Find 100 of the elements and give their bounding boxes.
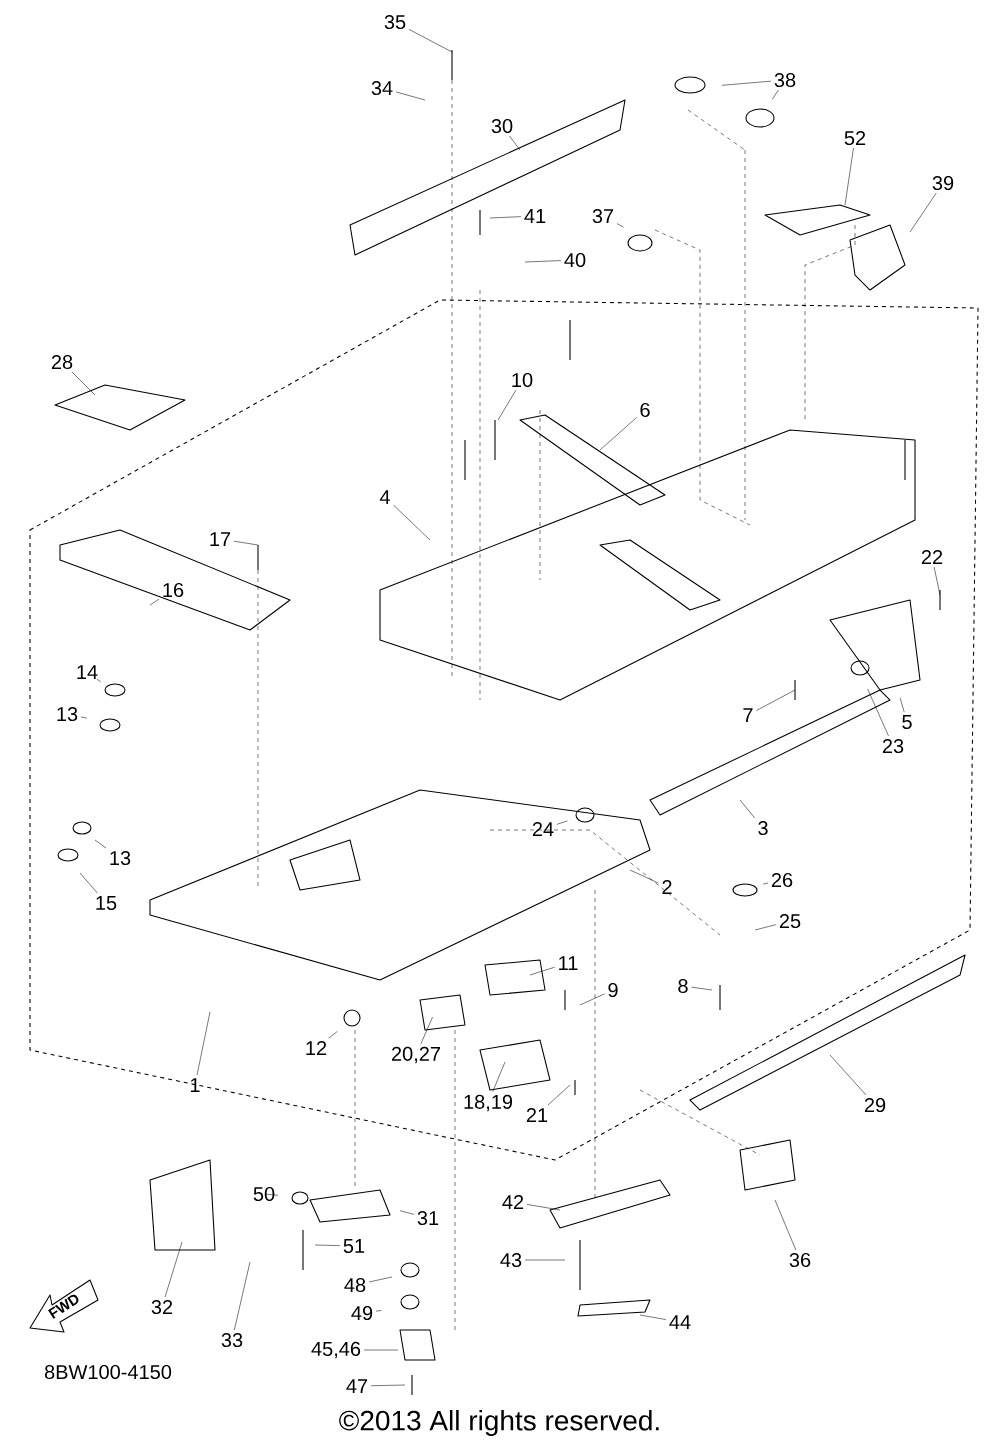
callout-number: 41 bbox=[524, 209, 546, 223]
leader-line bbox=[149, 598, 160, 606]
callout-number: 10 bbox=[512, 372, 533, 388]
leader-line bbox=[234, 1261, 251, 1331]
leader-line bbox=[408, 29, 453, 53]
callout-number: 51 bbox=[343, 1239, 365, 1253]
leader-line bbox=[164, 1241, 183, 1298]
leader-line bbox=[368, 1276, 393, 1283]
leader-line bbox=[899, 697, 905, 713]
callout-number: 13 bbox=[110, 850, 131, 866]
leader-line bbox=[71, 371, 96, 396]
leader-line bbox=[264, 1193, 279, 1196]
leader-line bbox=[233, 540, 259, 546]
leader-line bbox=[80, 716, 87, 719]
callout-number: 15 bbox=[96, 896, 117, 910]
leader-line bbox=[375, 1310, 382, 1312]
callout-number: 1 bbox=[190, 1078, 200, 1092]
leader-line bbox=[314, 1244, 341, 1246]
callout-number: 30 bbox=[491, 118, 513, 134]
callout-number: 44 bbox=[669, 1315, 691, 1329]
callout-number: 24 bbox=[532, 822, 554, 836]
leader-line bbox=[524, 260, 562, 263]
callout-number: 40 bbox=[564, 252, 586, 268]
leader-line bbox=[370, 1384, 406, 1386]
leader-line bbox=[489, 216, 522, 219]
callout-number: 29 bbox=[864, 1097, 886, 1113]
callout-number: 14 bbox=[77, 665, 98, 679]
callout-number: 21 bbox=[526, 1108, 548, 1122]
callout-number: 4 bbox=[379, 490, 390, 504]
leader-line bbox=[629, 869, 659, 884]
callout-number: 26 bbox=[771, 872, 793, 888]
callout-number: 48 bbox=[344, 1277, 366, 1293]
leader-line bbox=[721, 80, 772, 86]
leader-line bbox=[547, 1084, 571, 1106]
leader-line bbox=[867, 688, 889, 737]
leader-line bbox=[363, 1349, 399, 1351]
callout-number: 36 bbox=[789, 1252, 811, 1268]
drawing-number: 8BW100-4150 bbox=[44, 1364, 172, 1380]
callout-number: 13 bbox=[57, 706, 78, 722]
leader-line bbox=[599, 417, 637, 451]
leader-line bbox=[526, 1204, 561, 1211]
callout-number: 5 bbox=[902, 715, 912, 729]
callout-number: 25 bbox=[779, 913, 801, 929]
callout-number: 12 bbox=[306, 1041, 327, 1055]
callout-number: 23 bbox=[882, 738, 904, 754]
callout-number: 2 bbox=[662, 880, 672, 894]
leader-line bbox=[96, 678, 101, 683]
leader-line bbox=[529, 966, 555, 976]
callout-number: 45,46 bbox=[311, 1341, 361, 1359]
leader-line bbox=[579, 993, 605, 1006]
leader-line bbox=[328, 1031, 338, 1039]
leader-line bbox=[763, 882, 769, 885]
callout-number: 50 bbox=[253, 1186, 275, 1202]
callout-number: 49 bbox=[351, 1305, 373, 1321]
leader-line bbox=[909, 192, 937, 233]
leader-line bbox=[492, 1061, 506, 1093]
leader-line bbox=[509, 135, 521, 151]
leader-line bbox=[399, 1210, 415, 1215]
callout-number: 38 bbox=[774, 72, 796, 88]
leader-line bbox=[497, 389, 517, 421]
leader-line bbox=[556, 820, 568, 825]
callout-number: 32 bbox=[151, 1299, 173, 1315]
leader-line bbox=[639, 1314, 667, 1320]
callout-number: 52 bbox=[844, 130, 866, 146]
leader-line bbox=[774, 1199, 797, 1251]
callout-number: 6 bbox=[640, 402, 650, 418]
leader-line bbox=[616, 223, 624, 228]
leader-line bbox=[395, 91, 426, 101]
callout-number: 18,19 bbox=[464, 1094, 513, 1112]
copyright-text: ©2013 All rights reserved. bbox=[339, 1409, 659, 1437]
callout-number: 47 bbox=[346, 1379, 368, 1393]
callout-number: 3 bbox=[758, 820, 768, 836]
callout-number: 39 bbox=[932, 175, 954, 191]
callout-number: 11 bbox=[559, 956, 578, 970]
leader-line bbox=[94, 839, 107, 849]
callout-number: 9 bbox=[608, 982, 618, 998]
callout-number: 43 bbox=[500, 1252, 522, 1268]
leader-line bbox=[79, 872, 98, 894]
leader-line bbox=[691, 986, 713, 991]
callout-number: 37 bbox=[592, 208, 614, 224]
leader-line bbox=[739, 799, 756, 819]
callout-number: 31 bbox=[417, 1210, 439, 1226]
leader-line bbox=[772, 89, 779, 100]
leader-line bbox=[754, 924, 777, 931]
callout-number: 35 bbox=[384, 14, 406, 30]
callout-number: 7 bbox=[743, 708, 753, 722]
leader-line bbox=[524, 1259, 566, 1261]
leader-line bbox=[756, 689, 796, 711]
callout-number: 22 bbox=[921, 550, 943, 564]
leader-line bbox=[844, 147, 854, 206]
callout-number: 8 bbox=[678, 978, 688, 994]
leader-line bbox=[420, 1016, 433, 1045]
callout-number: 42 bbox=[502, 1195, 524, 1209]
leader-line bbox=[196, 1011, 211, 1076]
callout-number: 17 bbox=[210, 532, 231, 546]
callout-number: 33 bbox=[221, 1332, 243, 1348]
callout-number: 20,27 bbox=[392, 1046, 440, 1064]
leader-line bbox=[829, 1054, 867, 1096]
callout-number: 34 bbox=[371, 80, 393, 96]
leader-line bbox=[393, 504, 431, 541]
